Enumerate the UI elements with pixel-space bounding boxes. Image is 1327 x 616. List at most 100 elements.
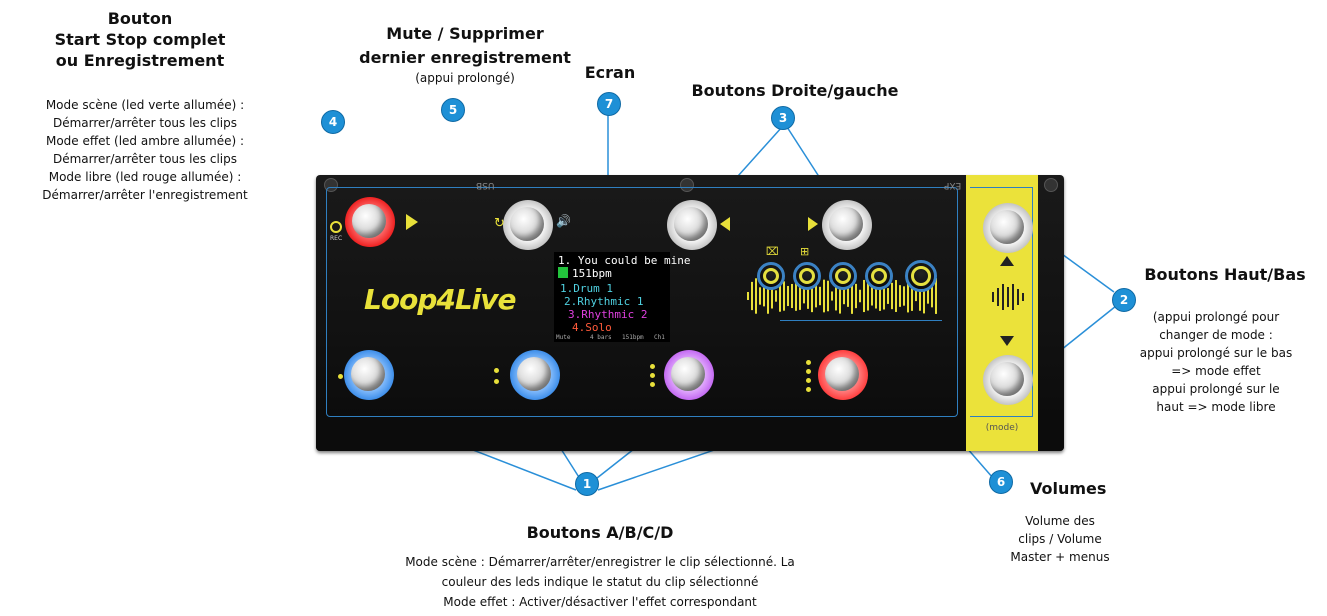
ecran-title: Ecran [584, 63, 636, 82]
pedal-base [316, 421, 1064, 451]
badge-7: 7 [597, 92, 621, 116]
start-stop-title-1: Bouton [107, 9, 173, 28]
volume-knob-4[interactable] [865, 262, 893, 290]
badge-1: 1 [575, 472, 599, 496]
badge-4: 4 [321, 110, 345, 134]
mute-label: Mute / Supprimer dernier enregistrement … [345, 22, 585, 86]
haut-bas-title: Boutons Haut/Bas [1144, 265, 1306, 284]
side-panel-outline [970, 187, 1033, 417]
screen-clip-2: 2.Rhythmic 1 [564, 295, 644, 308]
haut-bas-desc-3: appui prolongé sur le bas [1139, 346, 1293, 360]
rec-icon [330, 221, 342, 233]
indicator-dot [806, 378, 811, 383]
indicator-dot [650, 373, 655, 378]
rec-label: REC [330, 235, 343, 242]
waveform-icon [992, 284, 1024, 310]
abcd-desc-1: Mode scène : Démarrer/arrêter/enregistre… [405, 555, 795, 569]
start-stop-footswitch[interactable] [345, 197, 395, 247]
panel-outline [326, 187, 958, 417]
start-stop-desc-6: Démarrer/arrêter l'enregistrement [42, 188, 248, 202]
left-arrow-icon [720, 217, 730, 231]
indicator-dot [650, 382, 655, 387]
screen-clip-1: 1.Drum 1 [560, 282, 613, 295]
haut-bas-desc-1: (appui prolongé pour [1152, 310, 1280, 324]
start-stop-desc-2: Démarrer/arrêter tous les clips [52, 116, 238, 130]
footswitch-a[interactable] [344, 350, 394, 400]
screen-status-bars: 4 bars [590, 334, 612, 341]
master-icon: ⊞ [800, 245, 810, 258]
haut-bas-desc-5: appui prolongé sur le [1152, 382, 1280, 396]
haut-bas-desc-6: haut => mode libre [1156, 400, 1276, 414]
screw [1044, 178, 1058, 192]
volume-underline [780, 320, 942, 321]
start-stop-title-2: Start Stop complet [54, 30, 226, 49]
indicator-dot [650, 364, 655, 369]
screen-status-bpm: 151bpm [622, 334, 644, 341]
badge-2: 2 [1112, 288, 1136, 312]
screw [680, 178, 694, 192]
badge-3: 3 [771, 106, 795, 130]
start-stop-title-3: ou Enregistrement [55, 51, 225, 70]
screen-track-title: 1. You could be mine [558, 254, 691, 267]
down-arrow-icon [1000, 336, 1014, 346]
speaker-icon: 🔊 [556, 214, 571, 228]
start-stop-description: Mode scène (led verte allumée) : Démarre… [0, 96, 290, 204]
droite-gauche-title: Boutons Droite/gauche [691, 81, 899, 100]
indicator-dot [806, 369, 811, 374]
abcd-description: Mode scène : Démarrer/arrêter/enregistre… [320, 552, 880, 612]
start-stop-label: Bouton Start Stop complet ou Enregistrem… [20, 8, 260, 71]
screen-bpm: 151bpm [572, 267, 612, 280]
mode-label: (mode) [985, 423, 1019, 433]
indicator-dot [338, 374, 343, 379]
right-arrow-icon [808, 217, 818, 231]
right-footswitch[interactable] [822, 200, 872, 250]
haut-bas-desc-4: => mode effet [1171, 364, 1261, 378]
abcd-desc-3: Mode effet : Activer/désactiver l'effet … [443, 595, 757, 609]
haut-bas-desc-2: changer de mode : [1159, 328, 1273, 342]
start-stop-desc-5: Mode libre (led rouge allumée) : [48, 170, 242, 184]
volumes-title: Volumes [1030, 479, 1107, 498]
footswitch-c[interactable] [664, 350, 714, 400]
usb-label: USB [476, 180, 495, 190]
volume-knob-2[interactable] [793, 262, 821, 290]
abcd-desc-2: couleur des leds indique le statut du cl… [441, 575, 759, 589]
start-stop-desc-4: Démarrer/arrêter tous les clips [52, 152, 238, 166]
play-icon [406, 214, 418, 230]
mute-footswitch[interactable] [503, 200, 553, 250]
undo-icon: ↻ [494, 216, 505, 231]
screen-clip-3: 3.Rhythmic 2 [568, 308, 648, 321]
start-stop-desc-3: Mode effet (led ambre allumée) : [45, 134, 245, 148]
mute-desc: (appui prolongé) [415, 71, 515, 85]
mute-title-2: dernier enregistrement [359, 48, 571, 67]
indicator-dot [494, 379, 499, 384]
haut-bas-description: (appui prolongé pour changer de mode : a… [1105, 308, 1327, 416]
up-footswitch[interactable] [983, 203, 1033, 253]
up-arrow-icon [1000, 256, 1014, 266]
start-stop-desc-1: Mode scène (led verte allumée) : [45, 98, 245, 112]
screen-status-channel: Ch1 [654, 334, 665, 341]
volumes-desc-2: clips / Volume [1018, 532, 1102, 546]
screen-play-indicator [558, 267, 568, 278]
abcd-title: Boutons A/B/C/D [526, 523, 674, 542]
footswitch-d[interactable] [818, 350, 868, 400]
indicator-dot [806, 387, 811, 392]
down-footswitch[interactable] [983, 355, 1033, 405]
left-footswitch[interactable] [667, 200, 717, 250]
volumes-desc-1: Volume des [1025, 514, 1095, 528]
footswitch-b[interactable] [510, 350, 560, 400]
volume-knob-1[interactable] [757, 262, 785, 290]
badge-5: 5 [441, 98, 465, 122]
volumes-description: Volume des clips / Volume Master + menus [1000, 512, 1120, 566]
badge-6: 6 [989, 470, 1013, 494]
mute-title-1: Mute / Supprimer [386, 24, 544, 43]
loop4live-logo: Loop4Live [364, 283, 517, 316]
volume-knob-3[interactable] [829, 262, 857, 290]
indicator-dot [806, 360, 811, 365]
clips-icon: ⌧ [766, 245, 779, 258]
master-volume-knob[interactable] [905, 260, 937, 292]
exp-label: EXP [944, 180, 962, 190]
indicator-dot [494, 368, 499, 373]
volumes-desc-3: Master + menus [1010, 550, 1110, 564]
display-screen: 1. You could be mine 151bpm 1.Drum 1 2.R… [554, 252, 690, 342]
screen-status-mute: Mute [556, 334, 571, 341]
